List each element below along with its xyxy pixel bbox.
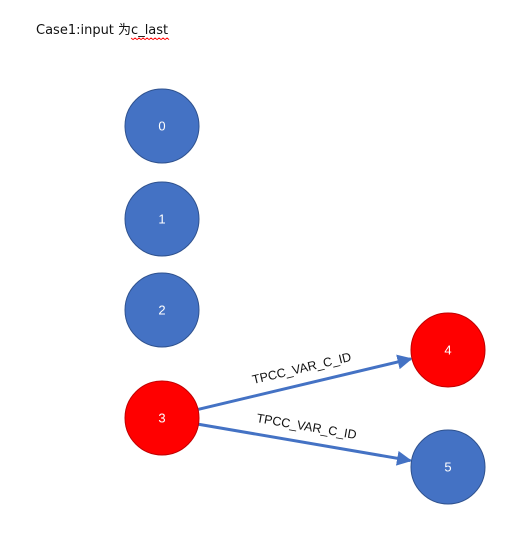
- node-label: 4: [444, 343, 451, 358]
- node-label: 3: [158, 411, 165, 426]
- node-3[interactable]: 3: [124, 380, 200, 456]
- edge-3-to-5: TPCC_VAR_C_ID: [198, 411, 413, 466]
- node-circle[interactable]: [410, 429, 486, 505]
- node-label: 5: [444, 460, 451, 475]
- nodes: 0 1 2 3 4 5: [124, 88, 486, 505]
- node-4[interactable]: 4: [410, 312, 486, 388]
- node-5[interactable]: 5: [410, 429, 486, 505]
- diagram-title: Case1:input 为c_last: [36, 23, 168, 38]
- edge-3-to-4: TPCC_VAR_C_ID: [197, 350, 413, 411]
- node-2[interactable]: 2: [124, 272, 200, 348]
- edge-arrow: [197, 354, 413, 411]
- node-0[interactable]: 0: [124, 88, 200, 164]
- title-term: c_last: [131, 23, 168, 38]
- edge-arrow: [198, 422, 413, 466]
- node-circle[interactable]: [124, 380, 200, 456]
- node-circle[interactable]: [124, 272, 200, 348]
- node-1[interactable]: 1: [124, 181, 200, 257]
- title-prefix: Case1:input 为: [36, 23, 131, 38]
- node-label: 0: [158, 119, 165, 134]
- node-circle[interactable]: [124, 181, 200, 257]
- edges: TPCC_VAR_C_ID TPCC_VAR_C_ID: [197, 350, 413, 466]
- spellcheck-underline: [130, 37, 170, 41]
- node-label: 2: [158, 303, 165, 318]
- node-circle[interactable]: [410, 312, 486, 388]
- node-label: 1: [158, 212, 165, 227]
- edge-label: TPCC_VAR_C_ID: [251, 350, 353, 387]
- node-circle[interactable]: [124, 88, 200, 164]
